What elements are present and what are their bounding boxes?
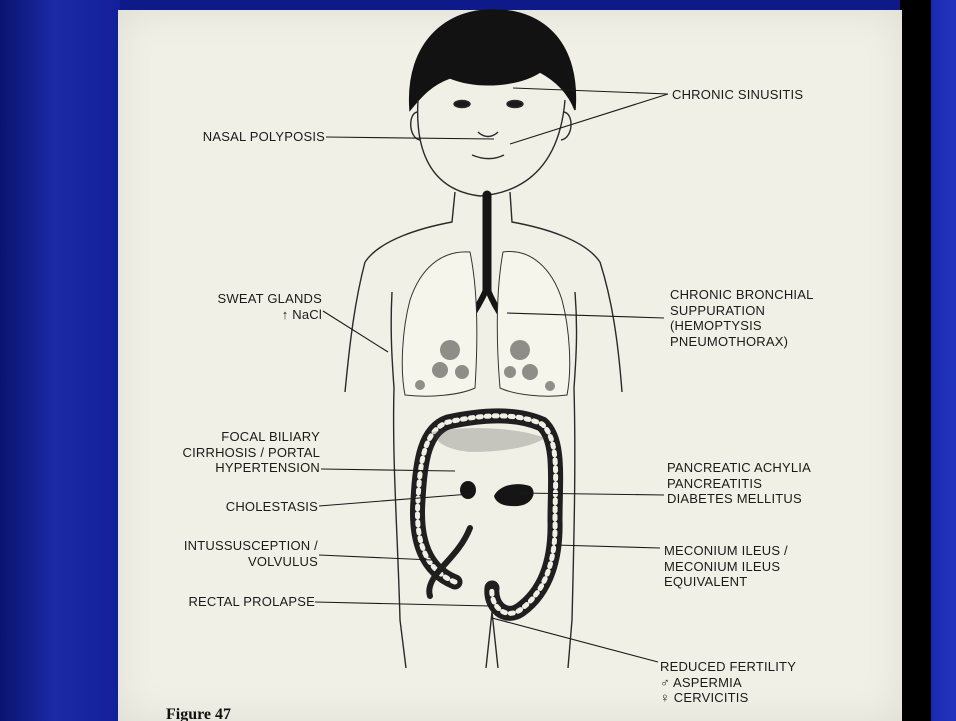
label-chronic-sinusitis: CHRONIC SINUSITIS xyxy=(672,87,803,103)
label-sweat-glands-line2: ↑ NaCl xyxy=(170,307,322,323)
mouth xyxy=(472,155,504,159)
label-chronic-bronchial-line1: CHRONIC BRONCHIAL xyxy=(670,287,814,303)
label-meconium-line1: MECONIUM ILEUS / xyxy=(664,543,788,559)
label-chronic-bronchial-line3: (HEMOPTYSIS xyxy=(670,318,814,334)
label-sweat-glands: SWEAT GLANDS ↑ NaCl xyxy=(170,291,322,322)
label-focal-biliary-line1: FOCAL BILIARY xyxy=(130,429,320,445)
hair xyxy=(410,10,576,110)
label-meconium-line2: MECONIUM ILEUS xyxy=(664,559,788,575)
label-focal-biliary-line2: CIRRHOSIS / PORTAL xyxy=(130,445,320,461)
leader-focal-biliary xyxy=(321,469,455,471)
leader-reduced-fertility xyxy=(492,618,658,662)
leader-nasal-polyposis xyxy=(326,137,494,139)
label-pancreatic-line1: PANCREATIC ACHYLIA xyxy=(667,460,811,476)
figure-caption: Figure 47 xyxy=(166,706,926,721)
eye-right xyxy=(507,101,523,108)
label-nasal-polyposis: NASAL POLYPOSIS xyxy=(160,129,325,145)
neck-left xyxy=(365,192,455,262)
leader-sweat-glands xyxy=(323,311,388,352)
arm-left-inner xyxy=(391,292,394,388)
label-pancreatic: PANCREATIC ACHYLIA PANCREATITIS DIABETES… xyxy=(667,460,811,507)
label-focal-biliary: FOCAL BILIARY CIRRHOSIS / PORTAL HYPERTE… xyxy=(130,429,320,476)
arm-right-inner xyxy=(574,292,577,388)
label-focal-biliary-line3: HYPERTENSION xyxy=(130,460,320,476)
label-reduced-fertility-line3: ♀ CERVICITIS xyxy=(660,690,796,706)
liver-shade xyxy=(432,428,545,452)
label-meconium: MECONIUM ILEUS / MECONIUM ILEUS EQUIVALE… xyxy=(664,543,788,590)
label-pancreatic-line3: DIABETES MELLITUS xyxy=(667,491,811,507)
label-intussusception: INTUSSUSCEPTION / VOLVULUS xyxy=(140,538,318,569)
leader-cholestasis xyxy=(319,494,470,506)
arm-right xyxy=(600,262,622,392)
nose xyxy=(478,132,498,137)
leader-meconium xyxy=(555,545,660,548)
torso-left xyxy=(394,388,406,668)
torso-right xyxy=(568,388,575,668)
leader-pancreatic xyxy=(518,493,664,495)
leader-intussusception xyxy=(319,555,432,560)
face-outline xyxy=(418,100,565,196)
leader-chronic-sinusitis xyxy=(510,88,668,144)
leg-gap xyxy=(486,612,498,668)
label-intussusception-line1: INTUSSUSCEPTION / xyxy=(140,538,318,554)
label-chronic-bronchial: CHRONIC BRONCHIAL SUPPURATION (HEMOPTYSI… xyxy=(670,287,814,349)
neck-right xyxy=(510,192,600,262)
pancreas xyxy=(494,484,534,506)
label-sweat-glands-line1: SWEAT GLANDS xyxy=(170,291,322,307)
label-meconium-line3: EQUIVALENT xyxy=(664,574,788,590)
label-cholestasis: CHOLESTASIS xyxy=(170,499,318,515)
gallbladder xyxy=(460,481,476,499)
label-pancreatic-line2: PANCREATITIS xyxy=(667,476,811,492)
label-rectal-prolapse: RECTAL PROLAPSE xyxy=(150,594,315,610)
label-reduced-fertility-line2: ♂ ASPERMIA xyxy=(660,675,796,691)
label-reduced-fertility: REDUCED FERTILITY ♂ ASPERMIA ♀ CERVICITI… xyxy=(660,659,796,706)
label-reduced-fertility-line1: REDUCED FERTILITY xyxy=(660,659,796,675)
label-chronic-bronchial-line2: SUPPURATION xyxy=(670,303,814,319)
label-chronic-bronchial-line4: PNEUMOTHORAX) xyxy=(670,334,814,350)
leader-rectal-prolapse xyxy=(315,602,490,606)
eye-left xyxy=(454,101,470,108)
label-intussusception-line2: VOLVULUS xyxy=(140,554,318,570)
